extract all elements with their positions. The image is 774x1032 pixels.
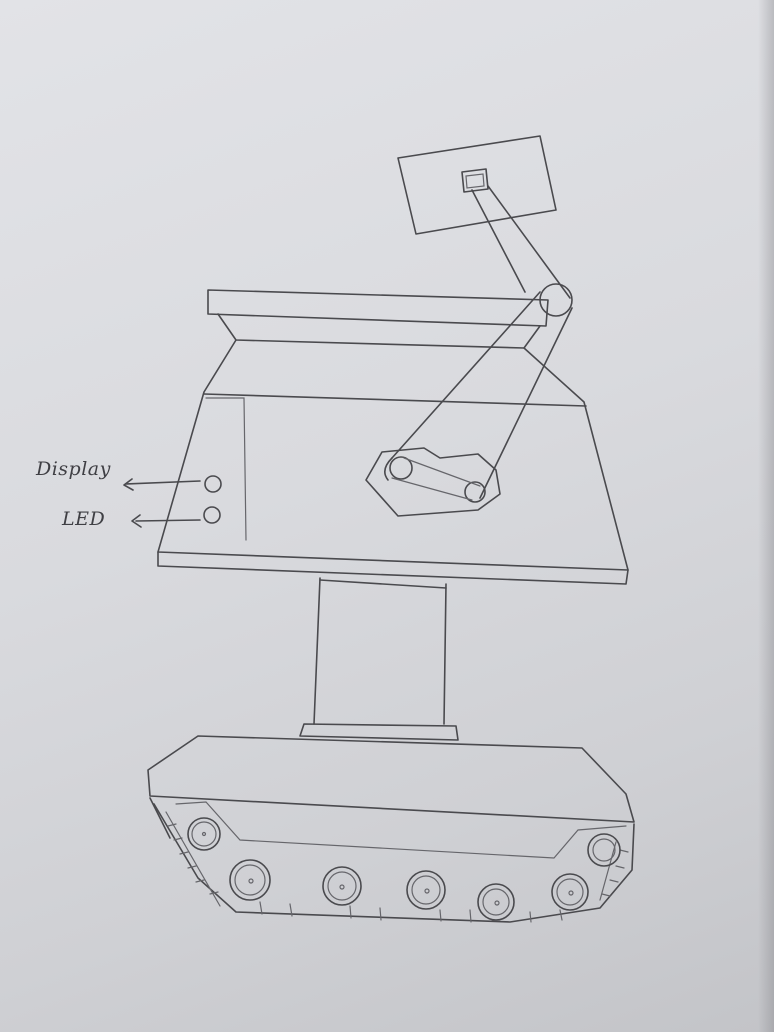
wheel-icon [323, 867, 361, 905]
arm-base-joint [366, 448, 500, 516]
wheel-icon [230, 860, 270, 900]
annotation-arrows [124, 479, 200, 527]
wheel-icon [188, 818, 220, 850]
display-annotation: Display [36, 458, 111, 480]
wheel-icon [407, 871, 445, 909]
led-light-icon [204, 507, 220, 523]
wheel-icon [588, 834, 620, 866]
neck-column [300, 578, 458, 740]
body-lights [204, 476, 221, 523]
wheel-icon [478, 884, 514, 920]
wheel-icon [552, 874, 588, 910]
display-screen [398, 136, 556, 234]
track-wheels [188, 818, 620, 920]
robot-body [158, 340, 628, 584]
upper-arm [472, 186, 572, 316]
display-light-icon [205, 476, 221, 492]
tank-chassis [148, 736, 634, 922]
led-annotation: LED [62, 508, 105, 530]
